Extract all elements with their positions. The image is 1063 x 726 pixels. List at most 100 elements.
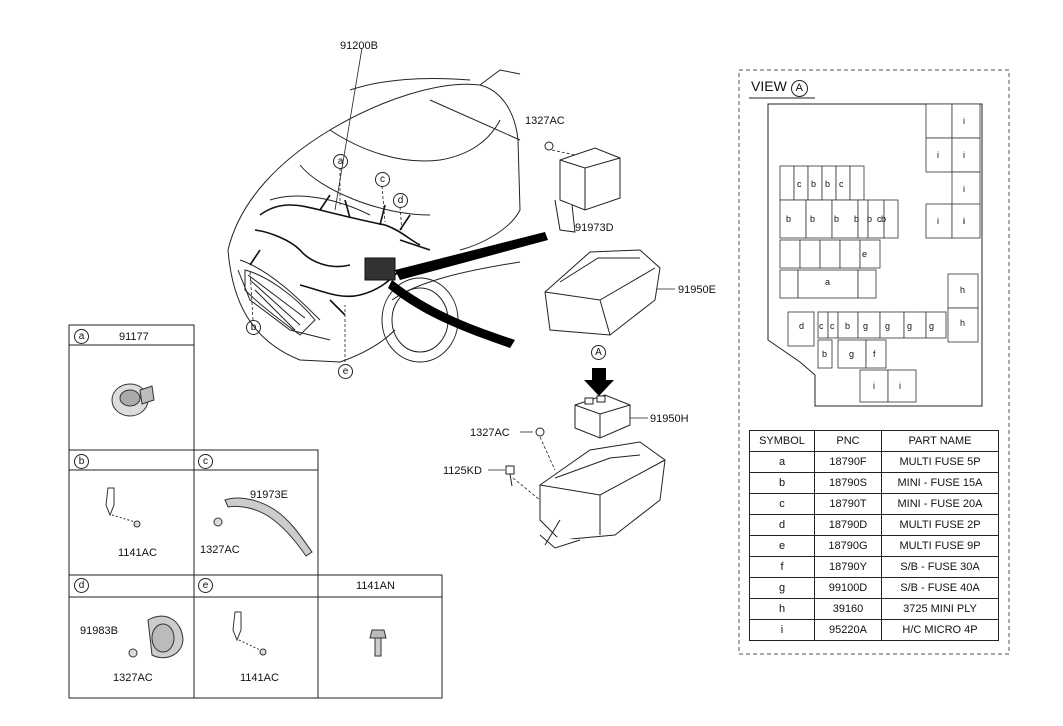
fuse-slot [859,239,881,269]
nut-mid-label: 1327AC [470,427,510,439]
bolt-top-label: 1327AC [525,115,565,127]
cell-part-name: 3725 MINI PLY [881,598,999,620]
fuse-slot [779,239,801,269]
fuse-label: g [885,321,891,331]
fuse-label: c [877,214,882,224]
cell-symbol: g [749,577,815,599]
cell-symbol: a [749,451,815,473]
cell-b-circle: b [74,454,89,469]
fuse-label: i [963,184,965,194]
header-part-name: PART NAME [881,430,999,452]
fuse-slot [779,269,799,299]
cell-pnc: 18790S [814,472,882,494]
cell-symbol: h [749,598,815,620]
fuse-label: g [929,321,935,331]
cell-symbol: c [749,493,815,515]
fuse-label: e [862,249,868,259]
cell-symbol: e [749,535,815,557]
cell-pnc: 18790Y [814,556,882,578]
fuse-label: b [834,214,840,224]
fuse-slot [849,165,865,201]
fuse-slot [799,239,821,269]
fuse-slot [779,199,807,239]
fuse-slot [859,369,889,403]
fuse-label: c [819,321,824,331]
fuse-label: b [786,214,792,224]
fuse-slot [839,239,861,269]
fuse-label: b [811,179,817,189]
cell-part-name: MULTI FUSE 2P [881,514,999,536]
cover-label: 91950E [678,284,716,296]
cell-part-name: MULTI FUSE 9P [881,535,999,557]
cell-b-part1: 1141AC [118,547,157,559]
fuse-slot [787,311,815,347]
cell-pnc: 18790F [814,451,882,473]
fuse-label: i [937,216,939,226]
cell-part-name: MULTI FUSE 5P [881,451,999,473]
cell-part-name: S/B - FUSE 30A [881,556,999,578]
fuse-label: i [937,150,939,160]
view-marker: A [790,80,808,97]
cell-part-name: S/B - FUSE 40A [881,577,999,599]
cell-symbol: b [749,472,815,494]
cell-part-name: MINI - FUSE 20A [881,493,999,515]
fuse-label: b [810,214,816,224]
cell-symbol: f [749,556,815,578]
cell-symbol: d [749,514,815,536]
fuse-slot [925,203,953,239]
callout-e: e [338,364,353,379]
fuse-label: a [825,277,831,287]
cell-symbol: i [749,619,815,641]
fuse-label: b [867,214,873,224]
cell-pnc: 18790T [814,493,882,515]
table-header-row: SYMBOL PNC PART NAME [749,430,999,452]
cell-d-part1: 91983B [80,625,118,637]
bolt-mid-label: 1125KD [443,465,482,477]
fuse-slot [857,311,881,339]
fuse-label: b [881,214,887,224]
fuse-slot [951,203,981,239]
cell-a-circle: a [74,329,89,344]
fuse-label: i [963,150,965,160]
view-marker-A: A [591,345,606,360]
fuse-label: i [963,116,965,126]
cell-f-title: 1141AN [356,580,395,592]
harness-label: 91200B [340,40,378,52]
fuse-label: g [863,321,869,331]
fuse-label: d [799,321,805,331]
fuse-label: g [849,349,855,359]
fuse-label: c [839,179,844,189]
header-symbol: SYMBOL [749,430,815,452]
fusebox-top-label: 91950H [650,413,689,425]
callout-a: a [333,154,348,169]
fuse-label: c [830,321,835,331]
fuse-slot [819,239,841,269]
cell-e-circle: e [198,578,213,593]
fuse-slot [925,103,953,139]
fuse-slot [925,311,947,339]
callout-d: d [393,193,408,208]
fuse-slot [887,369,917,403]
fuse-slot [951,137,981,173]
fuse-slot [779,165,795,201]
fuse-label: h [960,285,966,295]
fuse-slot [797,269,859,299]
fuse-label: g [907,321,913,331]
fuse-slot [951,103,981,139]
callout-b: b [246,320,261,335]
fuse-slot [879,311,905,339]
header-pnc: PNC [814,430,882,452]
fuse-label: b [822,349,828,359]
fuse-slot [817,339,833,369]
fuse-label: i [963,216,965,226]
fuse-label: i [873,381,875,391]
fuse-slot [805,199,833,239]
fuse-label: i [963,216,965,226]
